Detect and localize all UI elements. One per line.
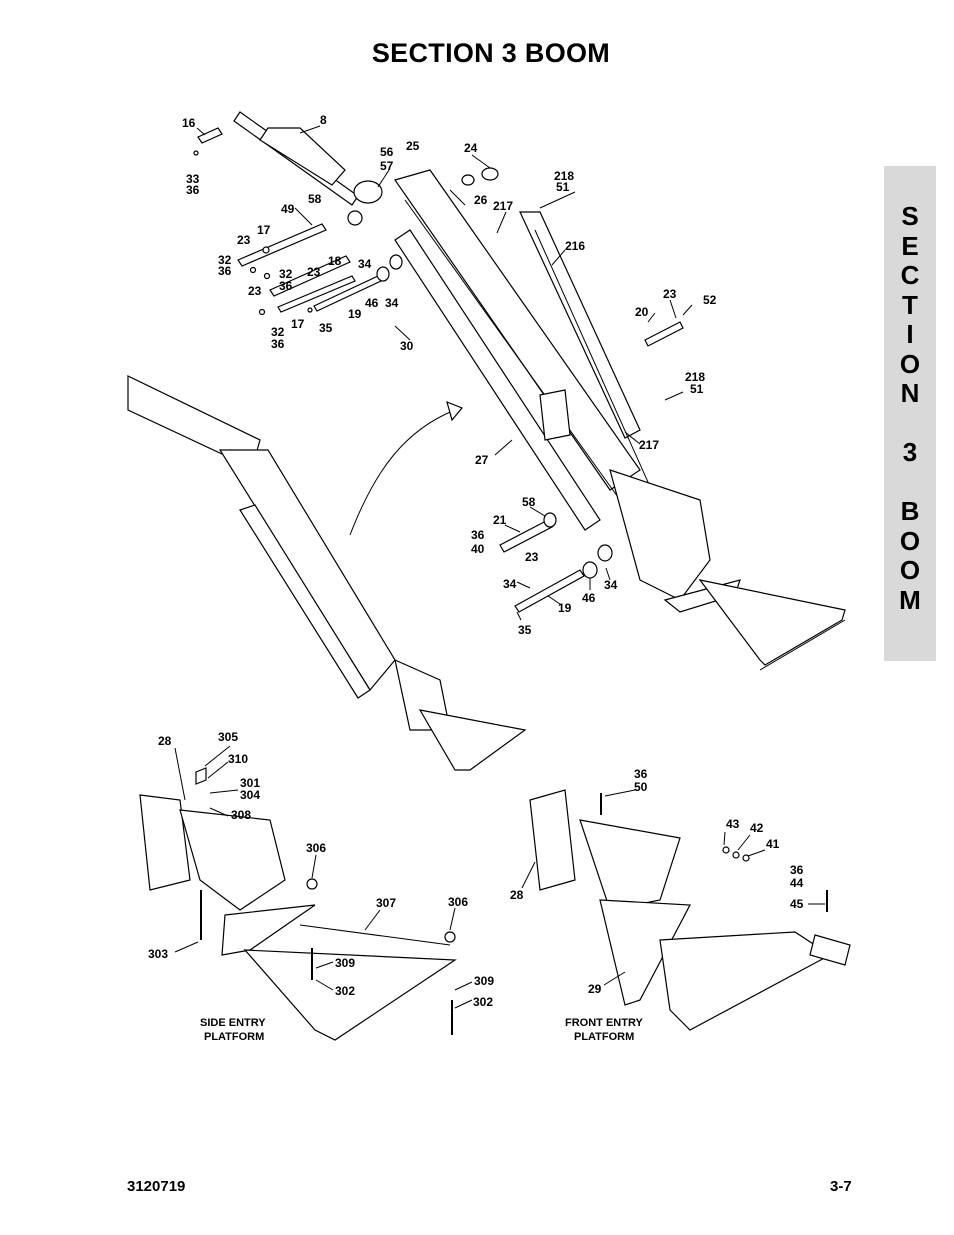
- callout: 304: [240, 788, 260, 802]
- callout: 52: [703, 293, 717, 307]
- callout: 21: [493, 513, 507, 527]
- callout: 44: [790, 876, 804, 890]
- front-entry-caption-line1: FRONT ENTRY: [565, 1017, 643, 1029]
- callout: 34: [358, 257, 372, 271]
- callout-labels: 16 8 33 36 25 56 57 24 49 58 26 218 51 2…: [148, 113, 804, 1009]
- callout: 32: [271, 325, 285, 339]
- callout: 29: [588, 982, 602, 996]
- callout: 41: [766, 837, 780, 851]
- callout: 28: [158, 734, 172, 748]
- callout: 217: [639, 438, 659, 452]
- callout: 26: [474, 193, 488, 207]
- callout: 310: [228, 752, 248, 766]
- callout: 309: [474, 974, 494, 988]
- leader-lines: [174, 125, 825, 1009]
- callout: 36: [634, 767, 648, 781]
- callout: 24: [464, 141, 478, 155]
- callout: 19: [558, 601, 572, 615]
- callout: 18: [328, 254, 342, 268]
- callout: 36: [218, 264, 232, 278]
- callout: 306: [448, 895, 468, 909]
- callout: 307: [376, 896, 396, 910]
- callout: 218: [685, 370, 705, 384]
- callout: 40: [471, 542, 485, 556]
- callout: 46: [365, 296, 379, 310]
- callout: 36: [271, 337, 285, 351]
- callout: 20: [635, 305, 649, 319]
- callout: 218: [554, 169, 574, 183]
- callout: 43: [726, 817, 740, 831]
- callout: 16: [182, 116, 196, 130]
- callout: 58: [522, 495, 536, 509]
- callout: 35: [319, 321, 333, 335]
- callout: 33: [186, 172, 200, 186]
- callout: 50: [634, 780, 648, 794]
- callout: 30: [400, 339, 414, 353]
- callout: 34: [385, 296, 399, 310]
- callout: 19: [348, 307, 362, 321]
- callout: 302: [473, 995, 493, 1009]
- side-entry-caption-line2: PLATFORM: [204, 1031, 264, 1043]
- callout: 309: [335, 956, 355, 970]
- callout: 301: [240, 776, 260, 790]
- callout: 36: [186, 183, 200, 197]
- callout: 28: [510, 888, 524, 902]
- callout: 45: [790, 897, 804, 911]
- callout: 57: [380, 159, 394, 173]
- callout: 302: [335, 984, 355, 998]
- callout: 306: [306, 841, 326, 855]
- callout: 17: [257, 223, 271, 237]
- page-title: SECTION 3 BOOM: [371, 38, 611, 68]
- callout: 216: [565, 239, 585, 253]
- callout: 34: [503, 577, 517, 591]
- callout: 49: [281, 202, 295, 216]
- callout: 36: [471, 528, 485, 542]
- callout: 35: [518, 623, 532, 637]
- callout: 58: [308, 192, 322, 206]
- callout: 46: [582, 591, 596, 605]
- callout: 56: [380, 145, 394, 159]
- callout: 36: [790, 863, 804, 877]
- callout: 51: [690, 382, 704, 396]
- boom-assembly-upper: [394, 167, 846, 671]
- callout: 23: [525, 550, 539, 564]
- callout: 305: [218, 730, 238, 744]
- boom-assembly-reference: [127, 375, 527, 771]
- callout: 217: [493, 199, 513, 213]
- document-number: 3120719: [127, 1178, 186, 1195]
- callout: 42: [750, 821, 764, 835]
- section-tab: S E C T I O N 3 B O O M: [884, 166, 936, 661]
- side-entry-platform-drawing: [139, 767, 457, 1041]
- callout: 23: [237, 233, 251, 247]
- callout: 51: [556, 180, 570, 194]
- side-entry-caption-line1: SIDE ENTRY: [200, 1017, 266, 1029]
- callout: 17: [291, 317, 305, 331]
- callout: 25: [406, 139, 420, 153]
- front-entry-platform-drawing: [529, 789, 851, 1031]
- callout: 32: [218, 253, 232, 267]
- callout: 8: [320, 113, 327, 127]
- platform-captions: SIDE ENTRY PLATFORM FRONT ENTRY PLATFORM: [200, 1017, 643, 1043]
- callout: 36: [279, 279, 293, 293]
- callout: 23: [248, 284, 262, 298]
- front-entry-caption-line2: PLATFORM: [574, 1031, 634, 1043]
- callout: 34: [604, 578, 618, 592]
- lift-cylinder-exploded: [193, 111, 403, 316]
- page-number: 3-7: [830, 1178, 852, 1195]
- callout: 32: [279, 267, 293, 281]
- callout: 303: [148, 947, 168, 961]
- callout: 27: [475, 453, 489, 467]
- callout: 308: [231, 808, 251, 822]
- section-tab-label: S E C T I O N 3 B O O M: [899, 201, 921, 615]
- callout: 23: [307, 265, 321, 279]
- callout: 23: [663, 287, 677, 301]
